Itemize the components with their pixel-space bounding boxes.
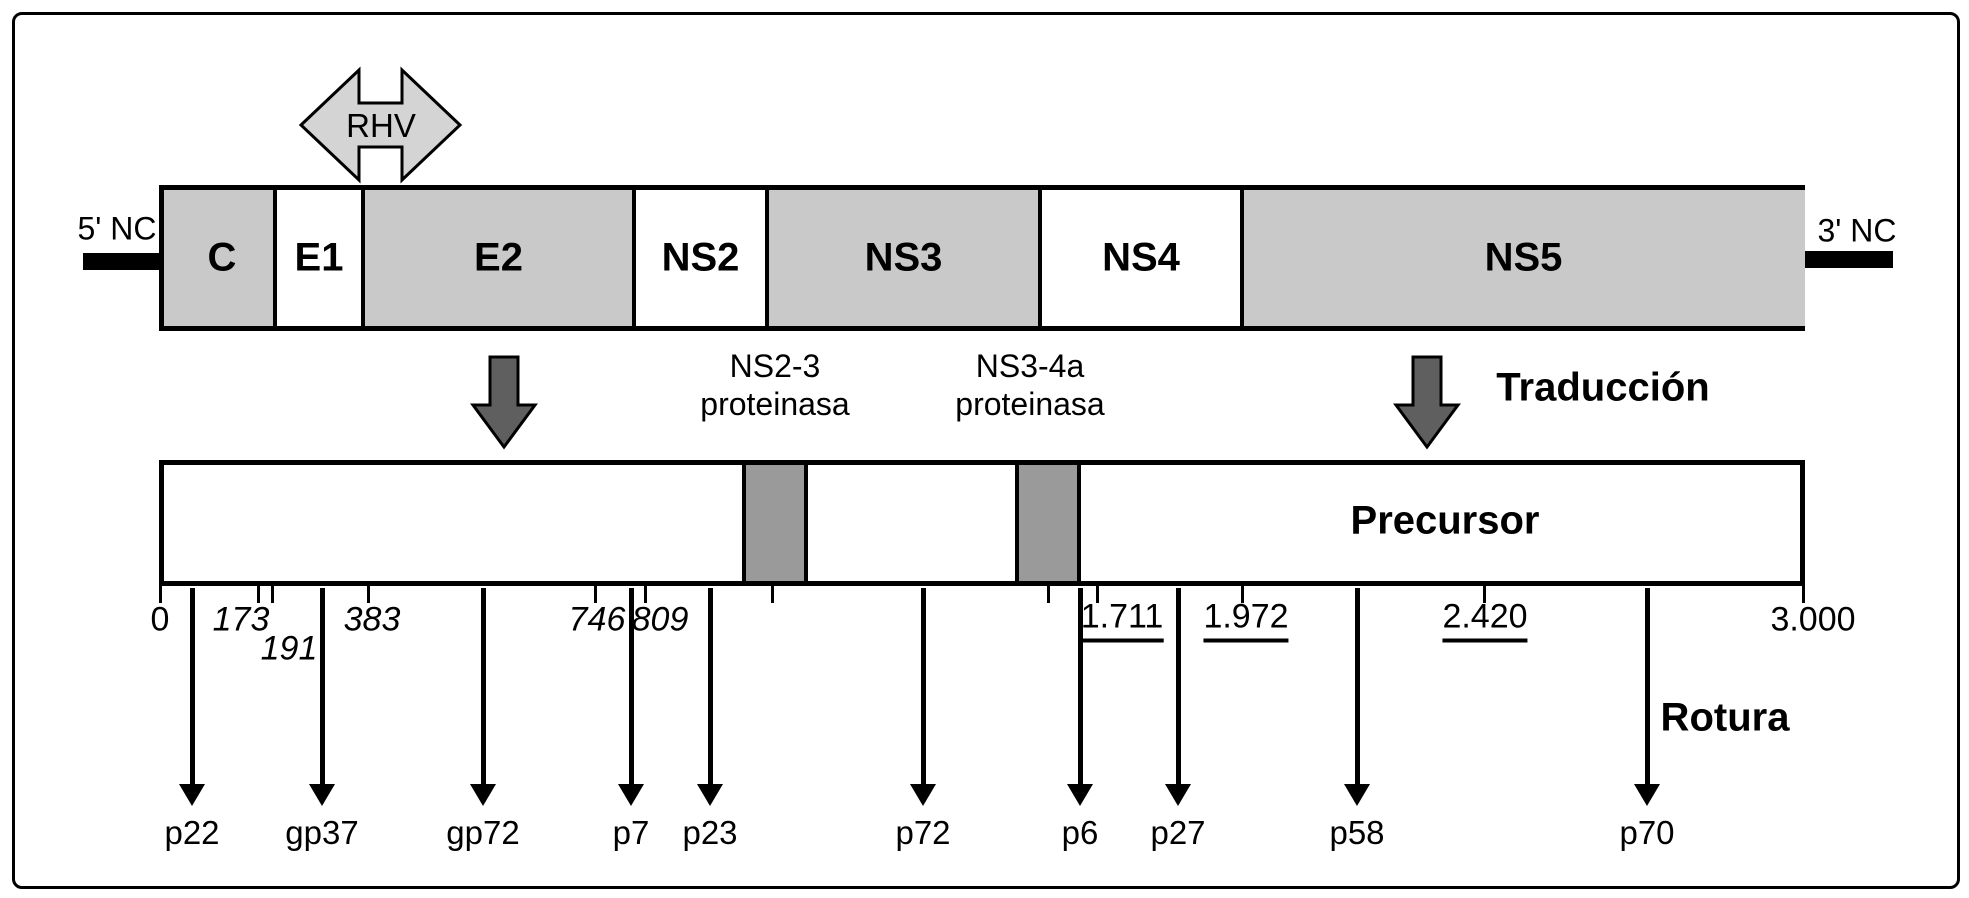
segment-label: NS5 [1484,235,1563,280]
cleavage-arrowhead-icon [179,784,205,806]
protein-product-label: p6 [1061,814,1099,851]
scale-value: 1.972 [1203,598,1289,643]
segment-label: E1 [294,235,344,280]
cleavage-arrow-stem [320,588,325,784]
scale-value: 746 [568,600,626,639]
scale-value: 809 [631,600,689,639]
scale-value: 1.711 [1080,598,1164,643]
scale-tick [1802,586,1805,603]
protein-product-label: p27 [1150,814,1206,851]
segment-c: C [164,190,280,326]
cleavage-arrow-stem [1078,588,1083,784]
utr5-label: 5' NC [77,210,157,247]
cleavage-arrowhead-icon [618,784,644,806]
segment-divider [361,190,365,326]
cleavage-arrow-stem [921,588,926,784]
protease-domain [1015,465,1081,581]
segment-divider [632,190,636,326]
protease-domain [742,465,808,581]
scale-tick [159,586,162,603]
scale-tick [1047,586,1050,603]
segment-ns4: NS4 [1040,190,1242,326]
scale-value: 2.420 [1442,598,1528,643]
precursor-label: Precursor [1350,498,1540,543]
scale-tick [367,586,370,603]
segment-ns5: NS5 [1242,190,1805,326]
cleavage-arrow-stem [629,588,634,784]
utr3-label: 3' NC [1817,212,1897,249]
segment-label: NS4 [1102,235,1180,280]
scale-value: 0 [150,600,170,639]
precursor-bar [159,460,1805,586]
cleavage-arrow-stem [481,588,486,784]
cleavage-arrowhead-icon [1634,784,1660,806]
segment-label: C [207,235,237,280]
protein-product-label: p58 [1329,814,1385,851]
cleavage-arrowhead-icon [1344,784,1370,806]
scale-value: 191 [260,629,318,668]
protein-product-label: gp37 [285,814,359,851]
segment-e1: E1 [275,190,363,326]
segment-e2: E2 [363,190,634,326]
scale-value: 383 [343,600,401,639]
cleavage-arrow-stem [1176,588,1181,784]
segment-ns3: NS3 [767,190,1040,326]
segment-label: NS3 [864,235,943,280]
cleavage-arrowhead-icon [1067,784,1093,806]
utr3-line [1802,251,1893,268]
segment-divider [765,190,769,326]
scale-tick [271,586,274,603]
rhv-label: RHV [346,107,416,144]
figure-border [12,12,1960,889]
cleavage-label: Rotura [1660,695,1790,740]
scale-tick [644,586,647,603]
segment-label: E2 [474,235,523,280]
scale-tick [1241,586,1244,603]
protein-product-label: p7 [612,814,650,851]
cleavage-arrow-stem [190,588,195,784]
genome-bar: C E1 E2 NS2 NS3 NS4 NS5 [159,185,1805,331]
cleavage-arrowhead-icon [697,784,723,806]
protein-product-label: p22 [164,814,220,851]
protein-product-label: p23 [682,814,738,851]
utr5-line [83,253,162,270]
cleavage-arrow-stem [1355,588,1360,784]
cleavage-arrow-stem [708,588,713,784]
cleavage-arrowhead-icon [1165,784,1191,806]
translation-label: Traducción [1496,365,1710,410]
segment-ns2: NS2 [634,190,767,326]
cleavage-arrowhead-icon [309,784,335,806]
protein-product-label: gp72 [446,814,520,851]
segment-divider [273,190,277,326]
scale-value: 173 [212,600,270,639]
cleavage-arrow-stem [1645,588,1650,784]
segment-label: NS2 [661,235,740,280]
scale-tick [257,586,260,603]
cleavage-arrowhead-icon [470,784,496,806]
protein-product-label: p70 [1619,814,1675,851]
segment-divider [1240,190,1244,326]
scale-tick [594,586,597,603]
scale-tick [1096,586,1099,603]
cleavage-arrowhead-icon [910,784,936,806]
segment-divider [1038,190,1042,326]
scale-value: 3.000 [1770,600,1856,639]
scale-tick [1483,586,1486,603]
protein-product-label: p72 [895,814,951,851]
scale-tick [771,586,774,603]
